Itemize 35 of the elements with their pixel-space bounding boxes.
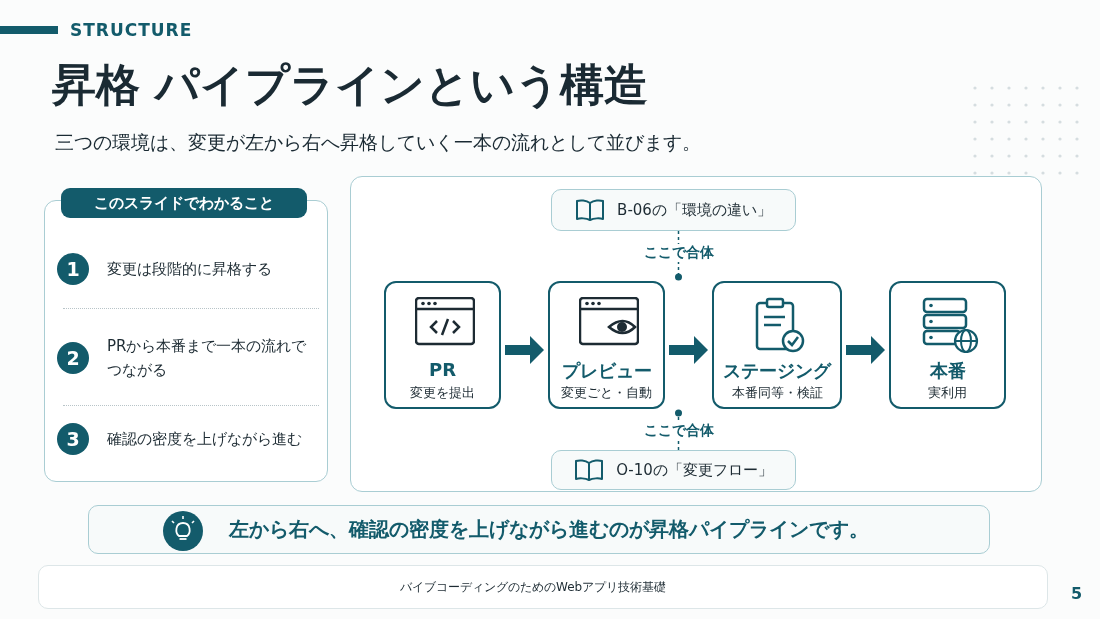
page-number: 5 <box>1071 584 1083 603</box>
reference-text: O-10の「変更フロー」 <box>616 460 773 480</box>
item-text: 変更は段階的に昇格する <box>107 258 273 280</box>
dotted-connector <box>675 230 682 281</box>
stage-name: PR <box>427 359 458 380</box>
title: 昇格 パイプラインという構造 <box>52 58 649 112</box>
reference-text: B-06の「環境の違い」 <box>617 200 772 220</box>
summary-text: 左から右へ、確認の密度を上げながら進むのが昇格パイプラインです。 <box>229 516 869 543</box>
number-circle: 1 <box>57 252 89 285</box>
stage-box <box>712 281 842 409</box>
reference-box <box>551 189 796 231</box>
item-text: PRから本番まで一本の流れでつながる <box>107 336 307 381</box>
heading-badge: このスライドでわかること <box>61 188 307 218</box>
number-circle: 2 <box>57 342 89 374</box>
arrow <box>505 336 544 364</box>
course-name: バイブコーディングのためのWebアプリ技術基礎 <box>400 579 667 596</box>
arrow <box>669 336 708 364</box>
stage-note: 実利用 <box>927 385 968 402</box>
subtitle: 三つの環境は、変更が左から右へ昇格していく一本の流れとして並びます。 <box>55 130 701 155</box>
stage-name: プレビュー <box>560 359 653 383</box>
stage-box <box>548 281 665 409</box>
stage-name: 本番 <box>928 359 967 383</box>
stage-note: 変更ごと・自動 <box>560 385 653 402</box>
section-label: STRUCTURE <box>70 20 193 40</box>
stage-box <box>889 281 1006 409</box>
arrow <box>846 336 885 364</box>
stage-box <box>384 281 501 409</box>
stage-note: 変更を提出 <box>409 385 476 402</box>
panel <box>350 176 1042 492</box>
number-circle: 3 <box>57 422 89 455</box>
summary-banner <box>88 505 990 554</box>
reference-box <box>551 450 796 490</box>
stage-note: 本番同等・検証 <box>730 385 824 402</box>
stage-name: ステージング <box>722 359 833 383</box>
item-text: 確認の密度を上げながら進む <box>107 428 303 450</box>
